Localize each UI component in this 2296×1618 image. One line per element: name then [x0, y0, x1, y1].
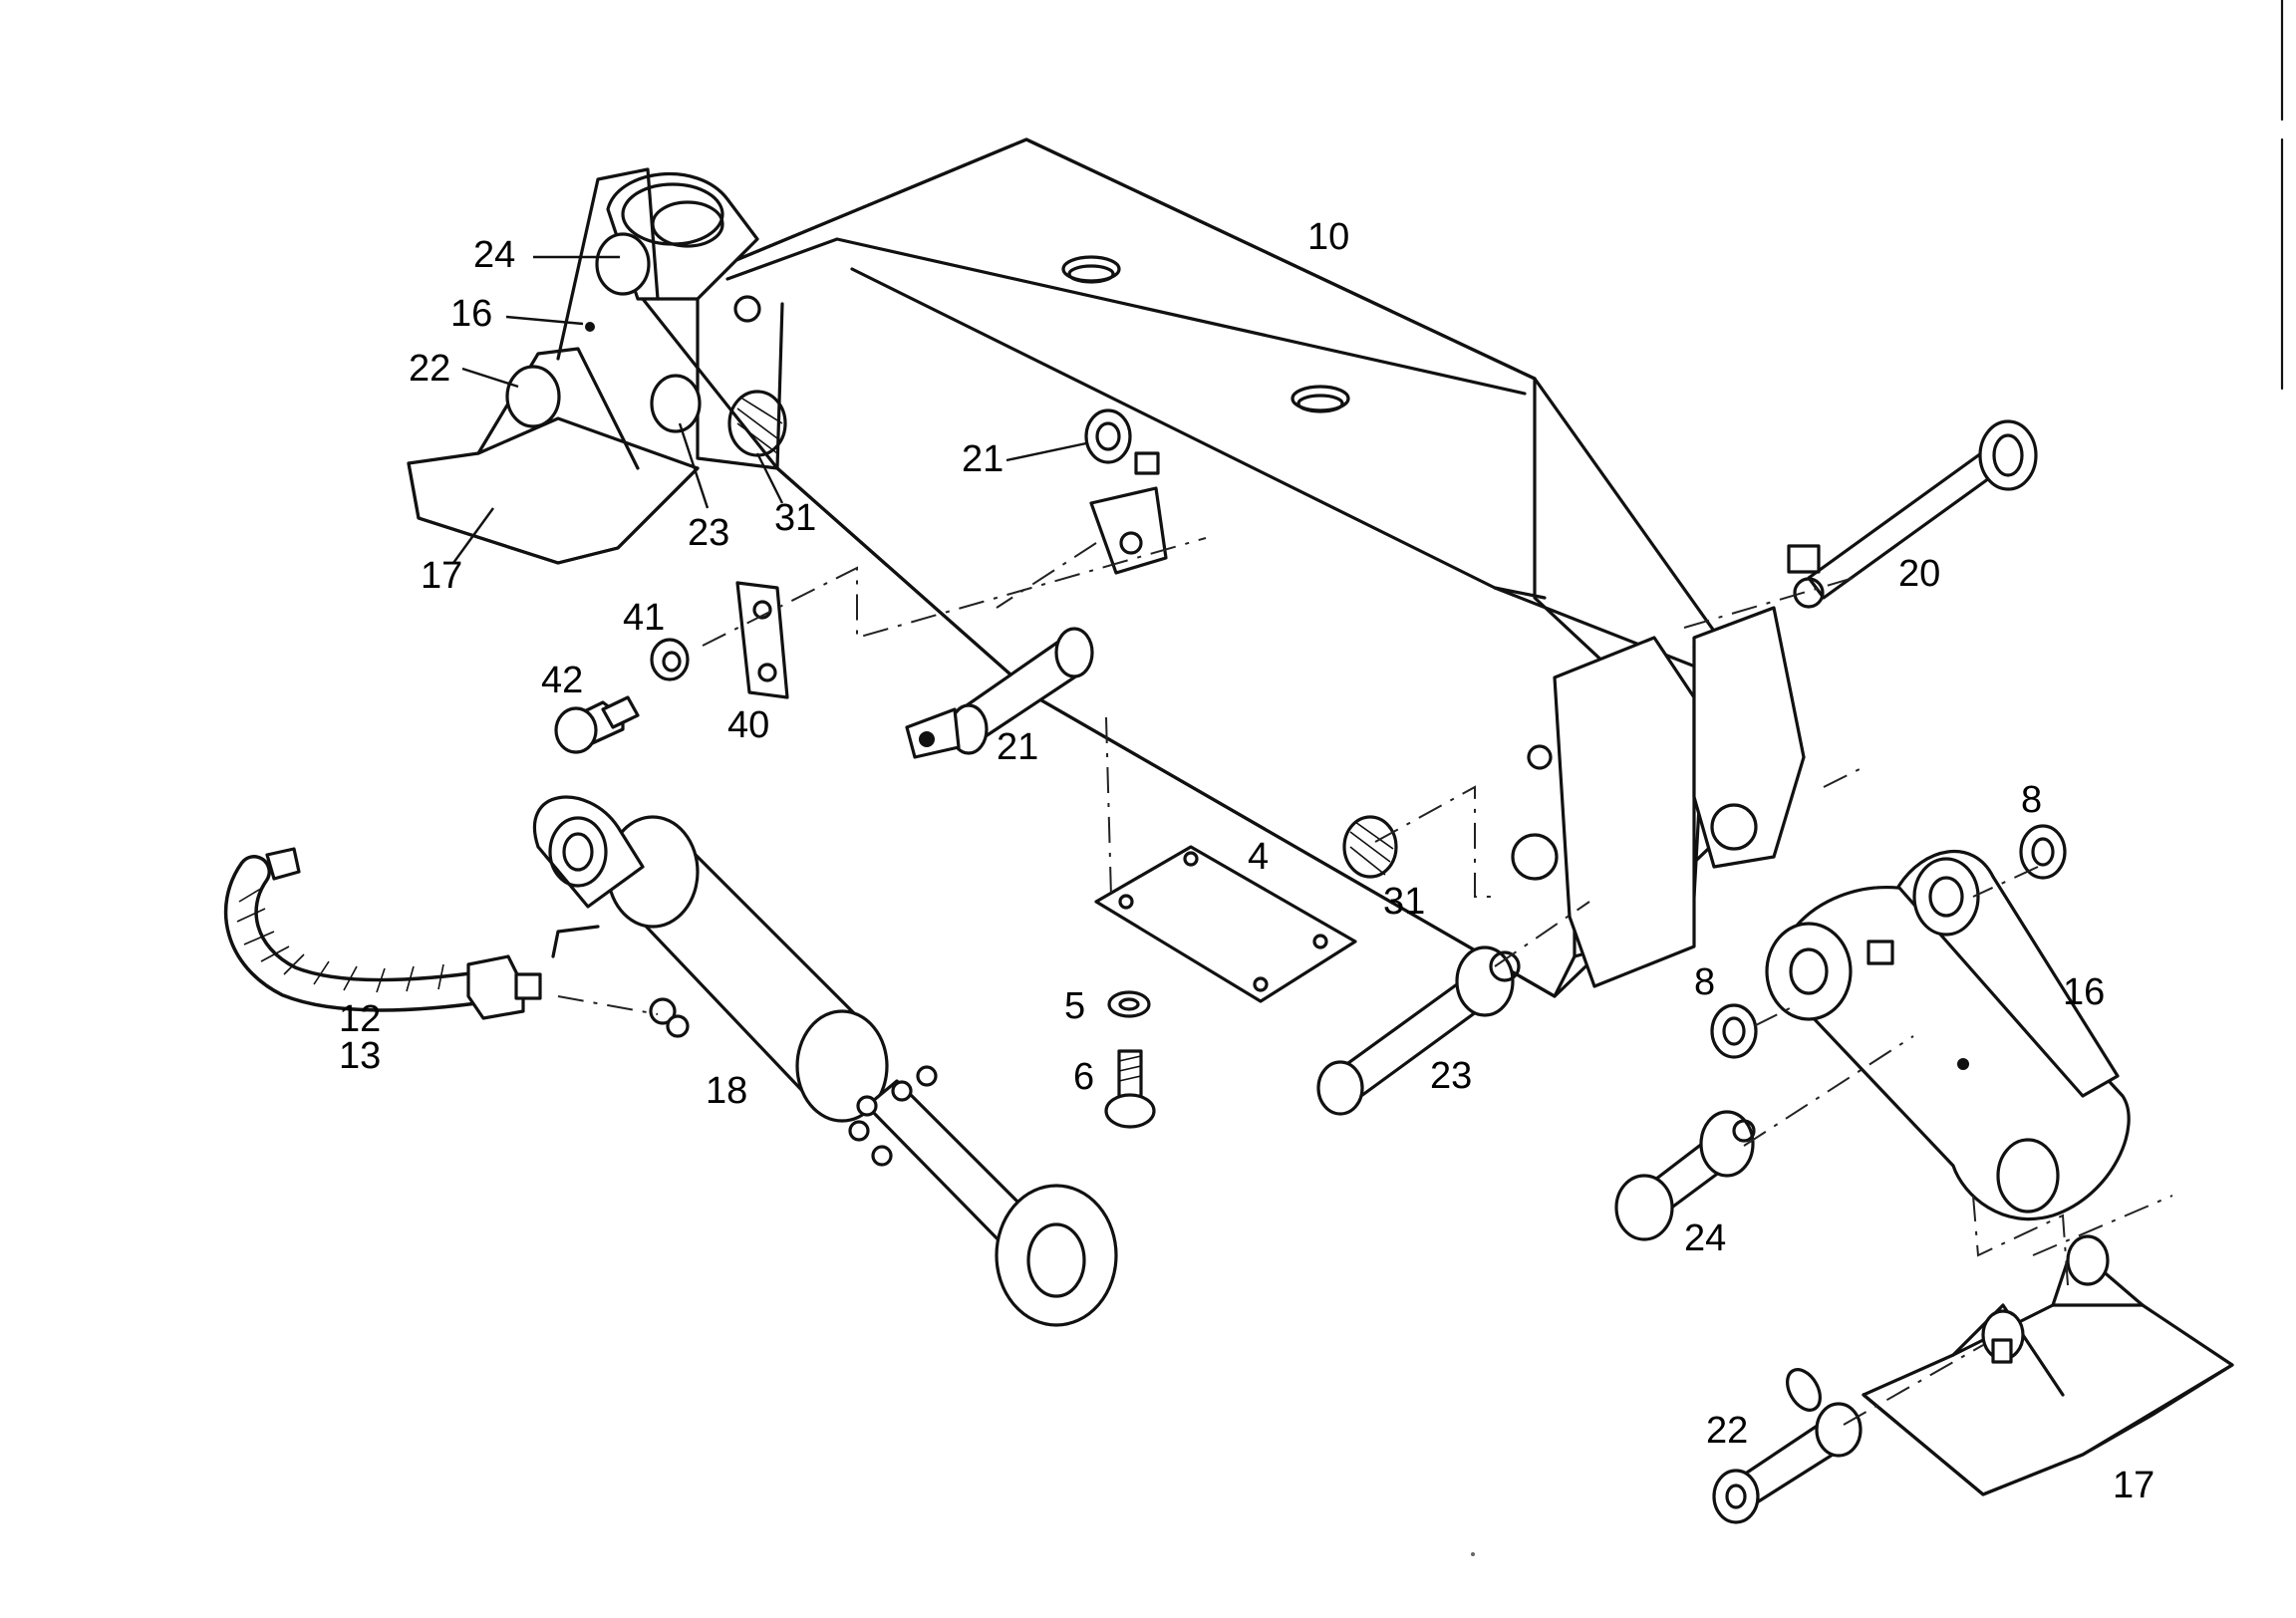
label-24-lower: 24: [1684, 1217, 1726, 1259]
label-16-right: 16: [2063, 971, 2105, 1013]
pin-23-lower: [1316, 945, 1521, 1116]
bolt-42: [554, 695, 640, 754]
base-bracket-right: [1862, 1234, 2234, 1496]
label-23-top: 23: [688, 512, 729, 554]
bolt-6: [1104, 1049, 1156, 1129]
label-17-left: 17: [421, 555, 462, 597]
plate-40: [735, 581, 789, 699]
pin-21-upper: [1084, 408, 1168, 575]
stray-dot: [1471, 1552, 1475, 1556]
label-13: 13: [339, 1035, 381, 1077]
label-31-top: 31: [774, 497, 816, 539]
label-12: 12: [339, 998, 381, 1040]
part-labels: 10 24 16 22 23 31 17 21 20 41 42 40 21 4…: [339, 216, 2154, 1506]
plug-31-lower: [1342, 815, 1398, 879]
label-23-lower: 23: [1430, 1055, 1472, 1097]
pin-21-lower: [905, 627, 1094, 759]
label-41: 41: [623, 597, 665, 639]
label-42: 42: [541, 660, 583, 701]
bushing-8-left: [1710, 1003, 1758, 1059]
center-lines: [557, 537, 2173, 1426]
boom-arm: [606, 137, 1806, 998]
label-21-lower: 21: [997, 726, 1038, 768]
label-8-top: 8: [2021, 779, 2042, 821]
label-5: 5: [1064, 985, 1085, 1027]
label-18: 18: [706, 1070, 747, 1112]
washer-41: [650, 638, 690, 681]
bushing-8-top: [2019, 824, 2067, 880]
label-40: 40: [727, 704, 769, 746]
label-6: 6: [1073, 1056, 1094, 1098]
label-24-top: 24: [473, 234, 515, 276]
label-22-lower: 22: [1706, 1410, 1748, 1452]
leader-lines: [452, 255, 1087, 564]
label-20: 20: [1898, 553, 1940, 595]
pin-24-lower: [1614, 1110, 1756, 1241]
label-31-lower: 31: [1383, 881, 1425, 923]
label-21-top: 21: [962, 438, 1004, 480]
hydraulic-hose: [223, 847, 542, 1020]
link-16: [1765, 849, 2131, 1221]
label-17-right: 17: [2113, 1465, 2154, 1506]
plate-4: [1094, 845, 1357, 1003]
label-4: 4: [1248, 836, 1269, 878]
pin-22-lower: [1712, 1368, 1863, 1524]
label-22-left: 22: [409, 348, 450, 390]
label-8-left: 8: [1694, 961, 1715, 1003]
pin-20: [1787, 419, 2038, 609]
label-10: 10: [1307, 216, 1349, 258]
label-16-left: 16: [450, 293, 492, 335]
hydraulic-cylinder: [532, 795, 1118, 1327]
washer-5: [1107, 990, 1151, 1018]
